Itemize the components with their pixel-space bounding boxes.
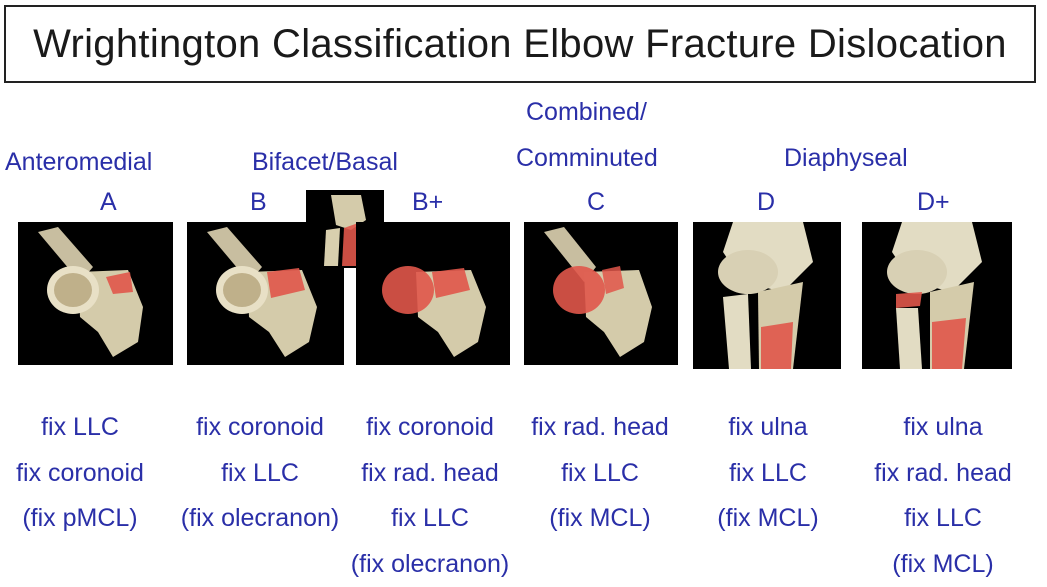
category-comminuted: Comminuted xyxy=(516,144,658,173)
treatment-item: (fix MCL) xyxy=(858,542,1028,587)
title-box: Wrightington Classification Elbow Fractu… xyxy=(4,5,1036,83)
treatment-list-b: fix coronoid fix LLC (fix olecranon) xyxy=(170,405,350,542)
category-diaphyseal: Diaphyseal xyxy=(784,144,908,173)
treatment-item: fix ulna xyxy=(858,405,1028,451)
treatment-item: fix LLC xyxy=(0,405,160,451)
type-label-d: D xyxy=(757,188,775,217)
treatment-item: fix rad. head xyxy=(338,451,522,497)
treatment-item: (fix pMCL) xyxy=(0,496,160,542)
treatment-item: (fix olecranon) xyxy=(170,496,350,542)
treatment-item: fix LLC xyxy=(696,451,840,497)
type-label-b-plus: B+ xyxy=(412,188,443,217)
diagram-title: Wrightington Classification Elbow Fractu… xyxy=(33,22,1007,67)
treatment-item: fix LLC xyxy=(514,451,686,497)
treatment-list-c: fix rad. head fix LLC (fix MCL) xyxy=(514,405,686,542)
treatment-list-a: fix LLC fix coronoid (fix pMCL) xyxy=(0,405,160,542)
fracture-image-b-plus xyxy=(356,222,510,365)
treatment-list-b-plus: fix coronoid fix rad. head fix LLC (fix … xyxy=(338,405,522,587)
treatment-item: fix LLC xyxy=(858,496,1028,542)
treatment-item: (fix olecranon) xyxy=(338,542,522,587)
type-label-a: A xyxy=(100,188,117,217)
treatment-item: fix LLC xyxy=(170,451,350,497)
treatment-list-d: fix ulna fix LLC (fix MCL) xyxy=(696,405,840,542)
type-label-c: C xyxy=(587,188,605,217)
treatment-item: fix coronoid xyxy=(338,405,522,451)
treatment-item: fix coronoid xyxy=(0,451,160,497)
fracture-image-a xyxy=(18,222,173,365)
treatment-item: (fix MCL) xyxy=(514,496,686,542)
treatment-item: fix rad. head xyxy=(858,451,1028,497)
fracture-image-d xyxy=(693,222,841,369)
treatment-item: fix LLC xyxy=(338,496,522,542)
treatment-list-d-plus: fix ulna fix rad. head fix LLC (fix MCL) xyxy=(858,405,1028,587)
treatment-item: fix ulna xyxy=(696,405,840,451)
category-bifacet-basal: Bifacet/Basal xyxy=(252,148,398,177)
category-combined: Combined/ xyxy=(526,98,647,127)
type-label-d-plus: D+ xyxy=(917,188,950,217)
type-label-b: B xyxy=(250,188,267,217)
category-anteromedial: Anteromedial xyxy=(5,148,152,177)
treatment-item: fix rad. head xyxy=(514,405,686,451)
treatment-item: (fix MCL) xyxy=(696,496,840,542)
fracture-image-c xyxy=(524,222,678,365)
treatment-item: fix coronoid xyxy=(170,405,350,451)
fracture-image-d-plus xyxy=(862,222,1012,369)
